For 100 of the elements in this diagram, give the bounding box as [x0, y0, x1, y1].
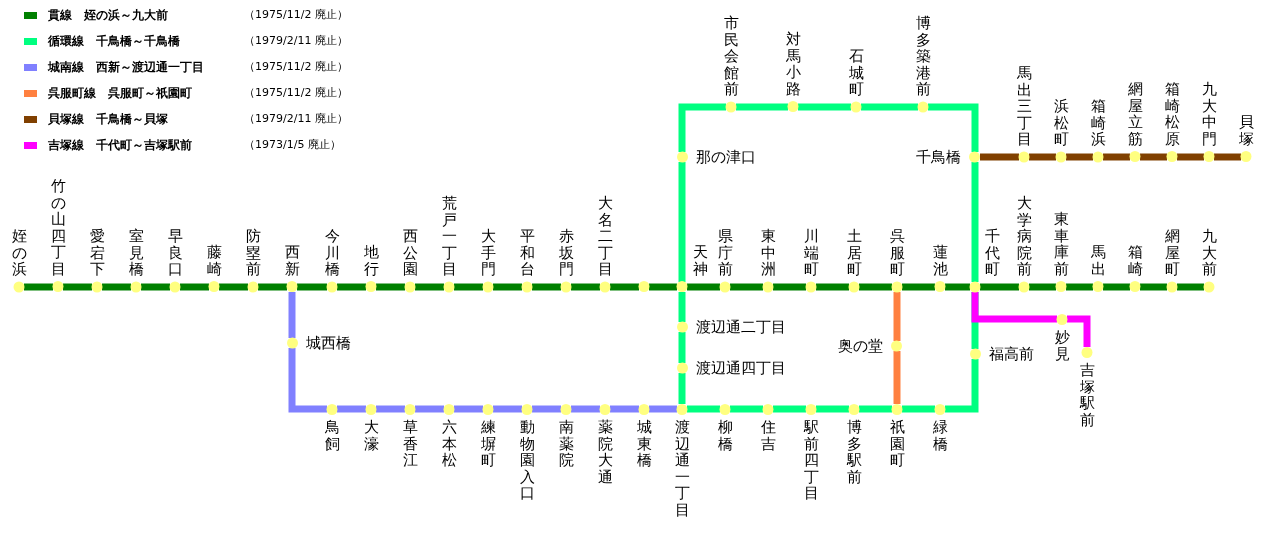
track-line	[859, 283, 892, 291]
track-line	[571, 405, 600, 413]
station-name: 早良口	[167, 227, 183, 277]
station-name: 対馬小路	[785, 31, 801, 97]
track-line	[678, 103, 726, 152]
track-line	[687, 283, 720, 291]
track-line	[141, 283, 170, 291]
station-name: 妙見	[1054, 329, 1070, 362]
station-name: 福高前	[989, 346, 1034, 362]
station-name: 網屋立筋	[1127, 81, 1143, 147]
station-name: 石城町	[848, 47, 864, 97]
station-name: 住吉	[760, 419, 776, 452]
track-line	[1177, 283, 1204, 291]
track-line	[816, 283, 849, 291]
station-name: 県庁前	[717, 227, 733, 277]
station-name: 蓮池	[932, 244, 948, 277]
station-name: 箱崎浜	[1090, 97, 1106, 147]
track-line	[610, 405, 639, 413]
track-line	[678, 292, 686, 322]
track-line	[1066, 283, 1093, 291]
station-name: 渡辺通一丁目	[674, 419, 690, 518]
track-line	[980, 283, 1019, 291]
track-line	[798, 103, 851, 111]
track-line	[415, 405, 444, 413]
station-name: 網屋町	[1164, 227, 1180, 277]
track-line	[902, 283, 935, 291]
station-name: 大学病院前	[1016, 194, 1032, 277]
track-line	[571, 283, 600, 291]
track-line	[1140, 283, 1167, 291]
track-line	[1177, 153, 1204, 161]
station-name: 室見橋	[128, 227, 144, 277]
closure-date: （1979/2/11 廃止）	[244, 33, 348, 49]
track-line	[1214, 153, 1241, 161]
track-line	[1029, 153, 1056, 161]
station-name: 城東橋	[636, 419, 652, 469]
station-name: 九大中門	[1201, 81, 1217, 147]
station-name: 箱崎	[1127, 244, 1143, 277]
station-name: 赤坂門	[558, 227, 574, 277]
station-name: 奥の堂	[838, 338, 883, 354]
station-name: 大濠	[363, 419, 379, 452]
station-name: 地行	[363, 244, 379, 277]
station-name: 箱崎松原	[1164, 81, 1180, 147]
station-name: 練塀町	[480, 419, 496, 469]
track-line	[532, 283, 561, 291]
station-name: 六本松	[441, 419, 457, 469]
track-line	[861, 103, 918, 111]
legend-text: 城南線 西新～渡辺通一丁目	[48, 59, 205, 76]
track-line	[687, 405, 720, 413]
station-name: 大名二丁目	[597, 194, 613, 277]
closure-date: （1975/11/2 廃止）	[244, 59, 348, 75]
station-name: 鳥飼	[324, 419, 340, 452]
track-line	[1103, 283, 1130, 291]
track-line	[454, 283, 483, 291]
station-name: 市民会館前	[723, 14, 739, 97]
track-line	[902, 405, 935, 413]
station-name: 土居町	[846, 227, 862, 277]
track-line	[493, 405, 522, 413]
station-name: 博多駅前	[846, 419, 862, 485]
track-line	[219, 283, 248, 291]
station-name: 渡辺通四丁目	[696, 360, 786, 376]
station-name: 草香江	[402, 419, 418, 469]
track-line	[649, 405, 677, 413]
track-line	[893, 292, 901, 341]
track-line	[288, 348, 327, 413]
track-line	[337, 405, 366, 413]
track-line	[816, 405, 849, 413]
station-name: 防塁前	[245, 227, 261, 277]
station-name: 渡辺通二丁目	[696, 319, 786, 335]
track-line	[945, 359, 979, 413]
station-name: 西公園	[402, 227, 418, 277]
closure-date: （1975/11/2 廃止）	[244, 7, 348, 23]
station-name: 九大前	[1201, 227, 1217, 277]
track-line	[678, 162, 686, 282]
station-name: 東中洲	[760, 227, 776, 277]
station-name: 愛宕下	[89, 227, 105, 277]
station-name: 薬院大通	[597, 419, 613, 485]
track-line	[63, 283, 92, 291]
station-name: 西新	[284, 244, 300, 277]
station-name: 緑橋	[932, 419, 948, 452]
station-name: 天神	[692, 244, 708, 277]
station-name: 駅前四丁目	[803, 419, 819, 502]
track-line	[773, 405, 806, 413]
legend-text: 呉服町線 呉服町～祇園町	[48, 85, 193, 102]
station-name: 竹の山四丁目	[50, 178, 66, 277]
track-line	[678, 373, 686, 404]
track-line	[337, 283, 366, 291]
track-line	[1066, 153, 1093, 161]
station-name: 馬出三丁目	[1016, 64, 1032, 147]
station-name: 大手門	[480, 227, 496, 277]
track-line	[730, 283, 763, 291]
station-name: 馬出	[1090, 244, 1106, 277]
station-name: 姪の浜	[11, 227, 27, 277]
station-name: 貝塚	[1238, 114, 1254, 147]
track-line	[610, 283, 639, 291]
legend-text: 貝塚線 千鳥橋～貝塚	[48, 111, 169, 128]
track-line	[376, 283, 405, 291]
station-name: 南薬院	[558, 419, 574, 469]
station-name: 動物園入口	[519, 419, 535, 502]
track-line	[102, 283, 131, 291]
station-name: 那の津口	[696, 149, 756, 165]
